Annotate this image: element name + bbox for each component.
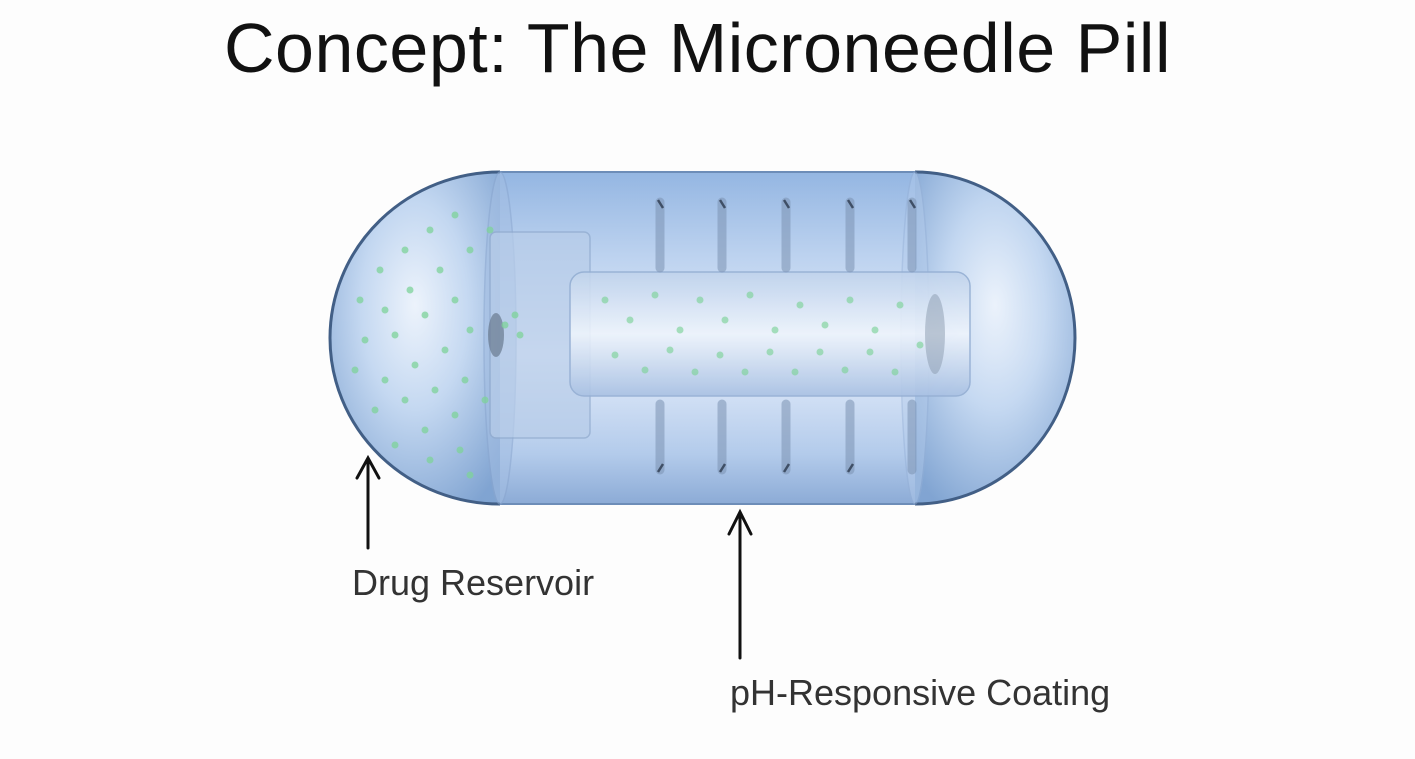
- ph-responsive-coating-label: pH-Responsive Coating: [730, 672, 1111, 713]
- inner-drug-cylinder: [569, 271, 971, 397]
- slide-title: Concept: The Microneedle Pill: [223, 9, 1172, 87]
- inner-plunger: [488, 231, 591, 439]
- drug-particles-cylinder: [601, 291, 924, 376]
- microneedle-tips: [656, 199, 917, 473]
- coating-arrow: [727, 508, 753, 660]
- microneedles: [655, 197, 917, 475]
- drug-particles-reservoir: [351, 211, 524, 479]
- right-end-cap: [900, 170, 1077, 506]
- reservoir-arrow: [355, 454, 381, 550]
- drug-reservoir-label: Drug Reservoir: [352, 562, 595, 603]
